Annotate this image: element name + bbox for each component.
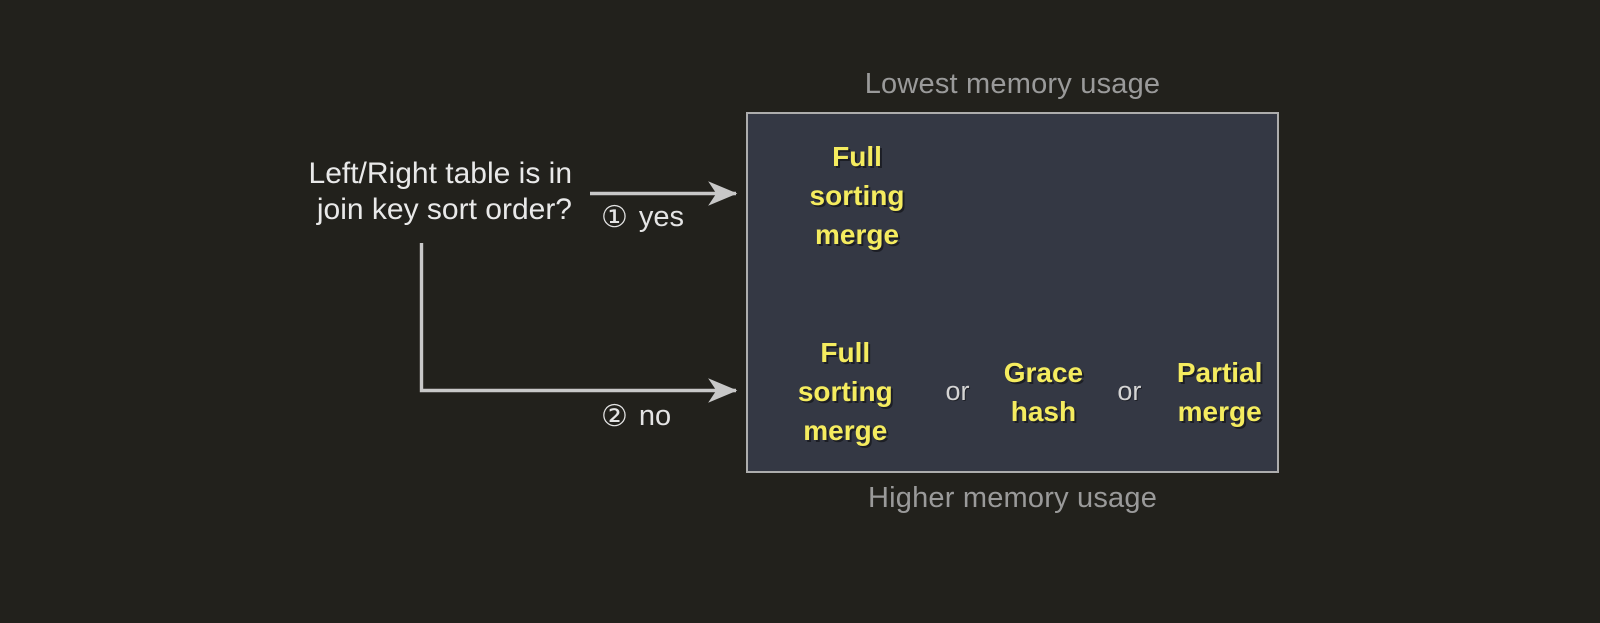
option-word: hash [1010,395,1077,427]
branch-text-yes: yes [638,201,685,233]
option-full-sorting-merge-sorted: Full sorting merge [762,137,952,254]
branch-label-yes: ① yes [601,201,684,234]
option-word: sorting [797,376,893,407]
option-word: Full [832,141,882,172]
option-word: Full [820,337,871,368]
branch-text-no: no [638,400,672,432]
lowest-memory-usage-caption: Lowest memory usage [864,68,1161,100]
branch-label-no: ② no [601,400,671,433]
option-separator-or-1: or [945,376,970,406]
join-algorithm-options-box: Full sorting merge Full sorting merge or… [746,112,1279,473]
decision-question: Left/Right table is in join key sort ord… [180,156,572,228]
unsorted-input-option-row: Full sorting merge or Grace hash or Part… [748,333,1281,450]
option-word: Partial [1176,356,1263,388]
option-word: Grace [1003,356,1084,388]
option-word: sorting [809,180,905,211]
option-word: merge [1177,395,1262,427]
option-full-sorting-merge-unsorted: Full sorting merge [762,333,929,450]
branch-marker-1: ① [601,200,628,234]
option-separator-or-2: or [1117,376,1142,406]
option-word: merge [803,415,888,446]
decision-question-line-1: Left/Right table is in [308,157,572,190]
arrow-no-branch [419,243,738,403]
branch-marker-2: ② [601,399,628,433]
option-partial-merge: Partial merge [1158,353,1281,431]
option-grace-hash: Grace hash [986,353,1100,431]
sorted-input-option-row: Full sorting merge [748,137,1281,254]
option-word: merge [814,219,900,250]
higher-memory-usage-caption: Higher memory usage [867,482,1158,514]
decision-question-line-2: join key sort order? [316,193,572,226]
